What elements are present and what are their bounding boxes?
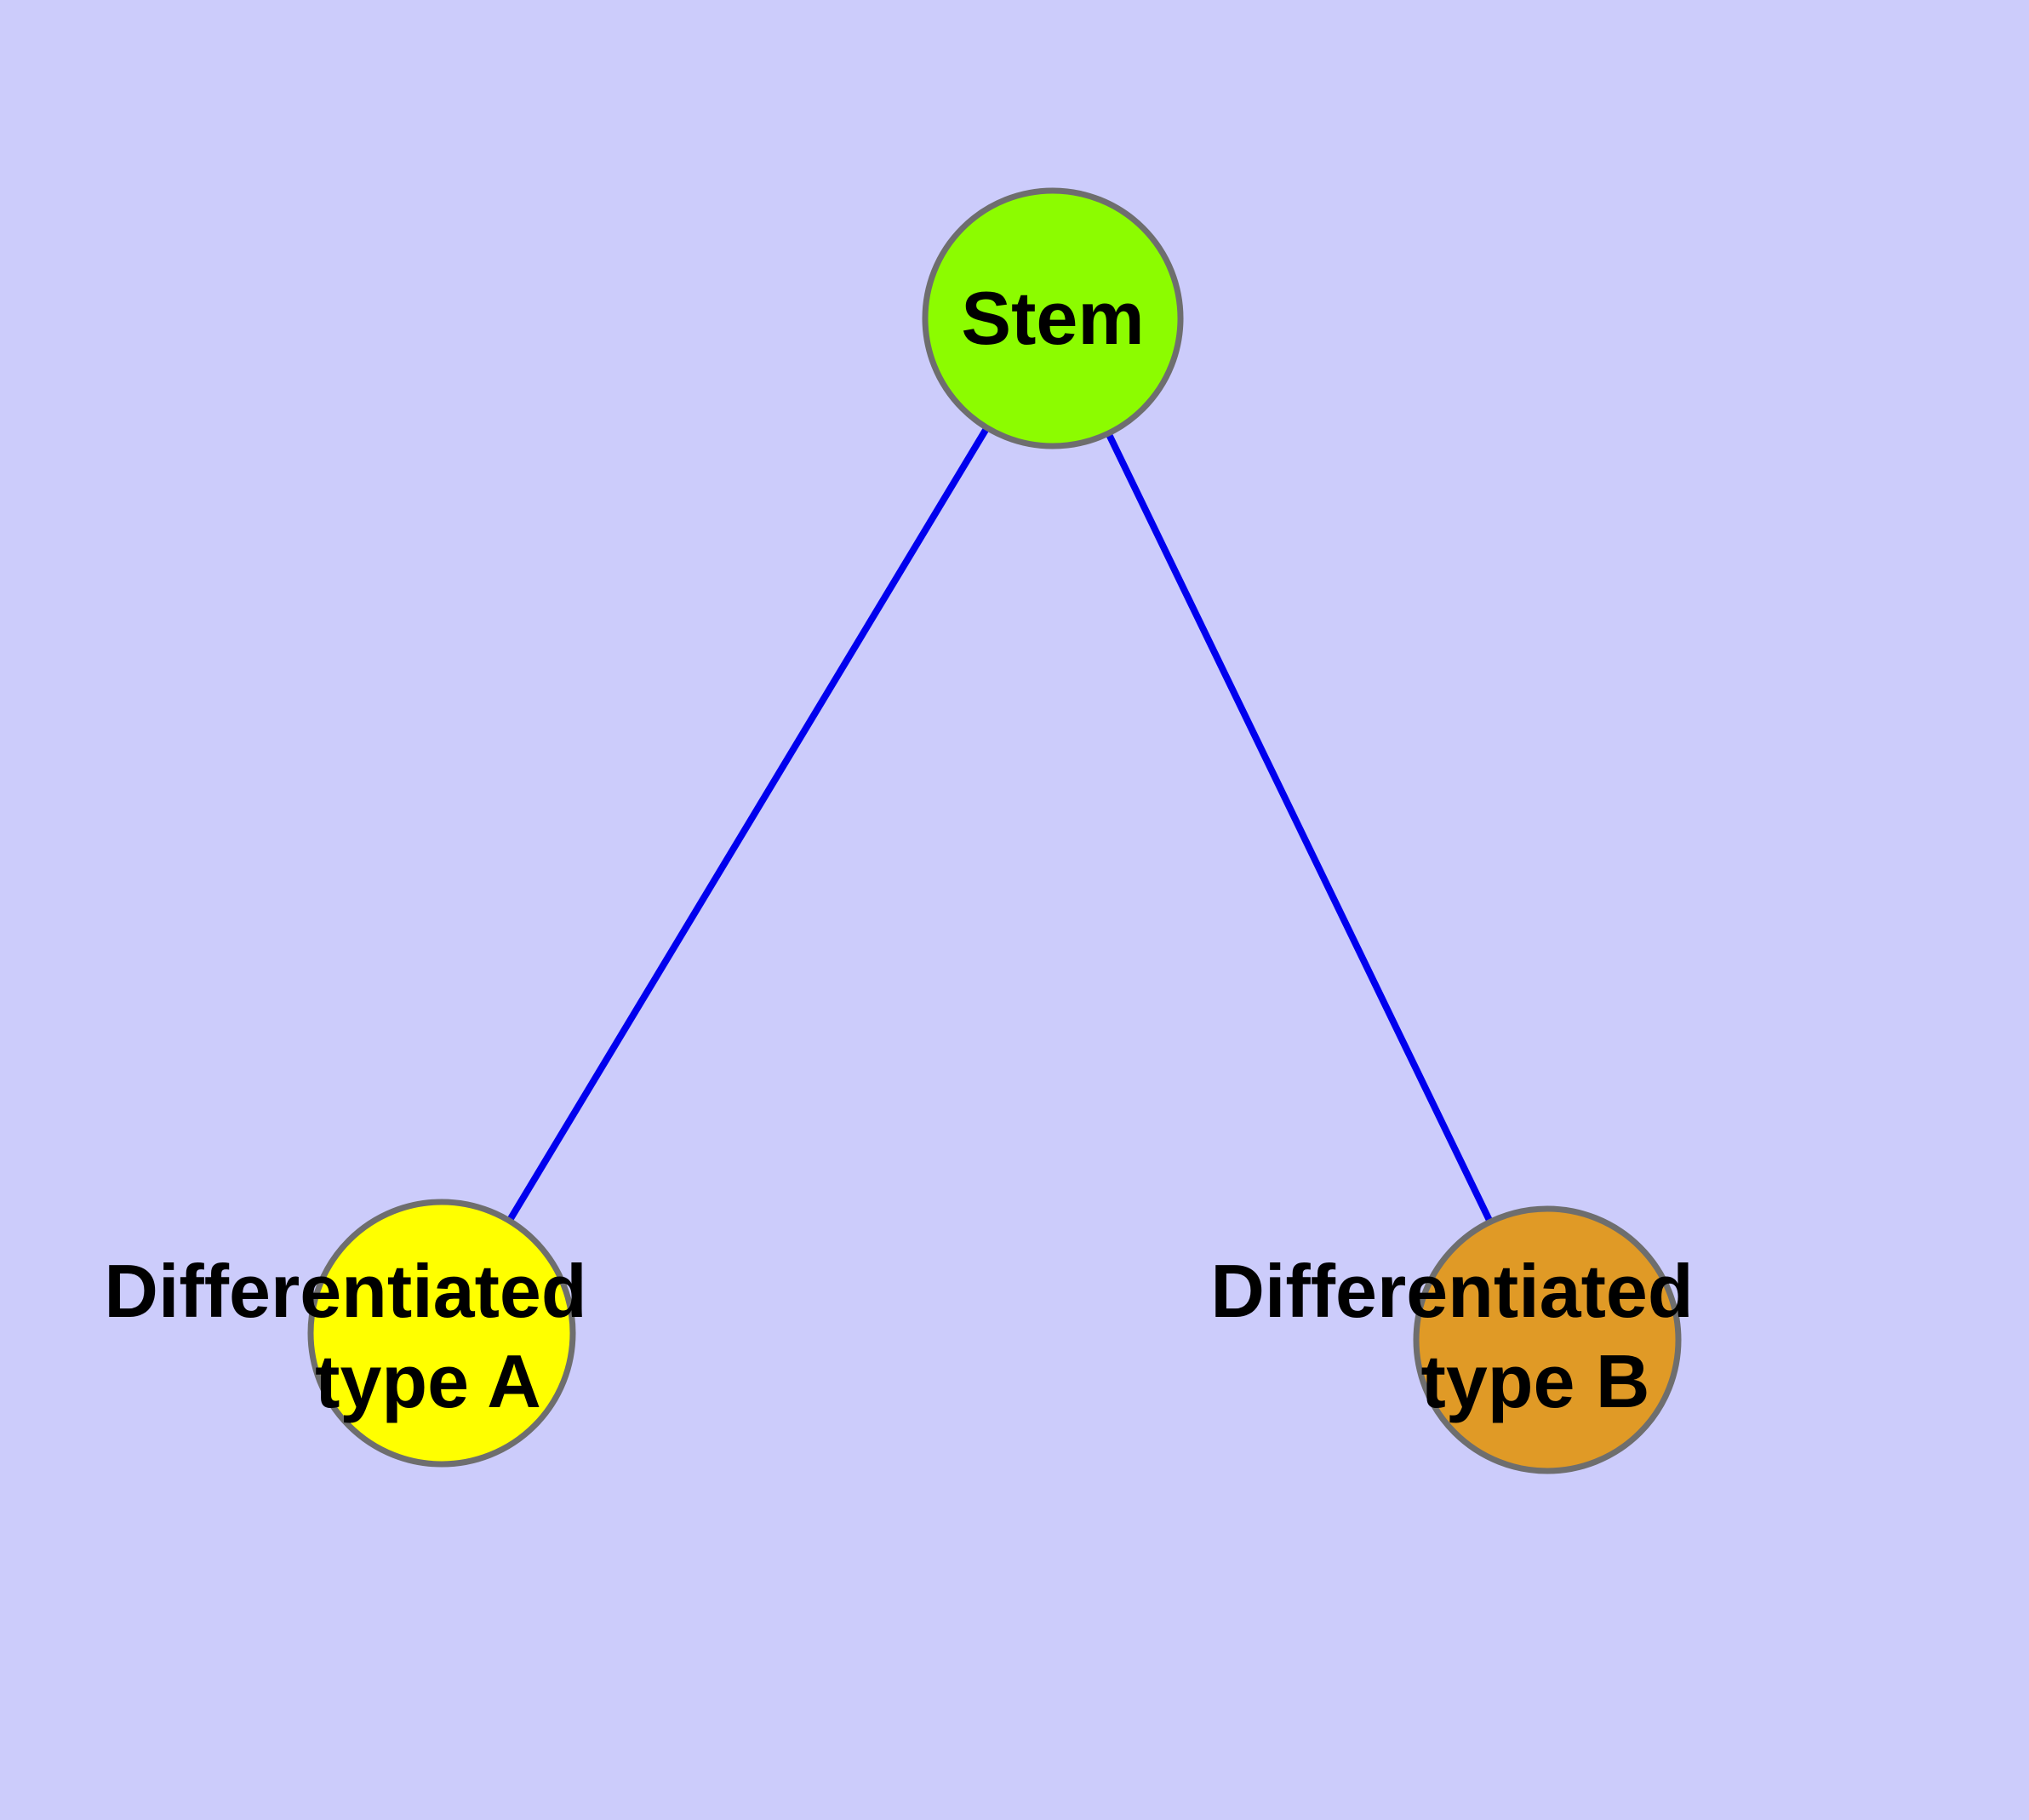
graph-node-stem[interactable] <box>922 187 1184 449</box>
graph-edge[interactable] <box>438 316 1056 1336</box>
graph-node-diff_a[interactable] <box>307 1199 576 1468</box>
graph-edge[interactable] <box>1049 317 1551 1342</box>
node-label-stem-line-1: Stem <box>961 276 1144 360</box>
edge-layer <box>438 316 1551 1342</box>
node-label-diff_a-line-2: type A <box>315 1339 541 1423</box>
node-label-diff_b-line-1: Differentiated <box>1210 1249 1693 1333</box>
graph-node-diff_b[interactable] <box>1413 1205 1682 1474</box>
node-label-diff_b-line-2: type B <box>1421 1339 1650 1423</box>
node-label-diff_a-line-1: Differentiated <box>104 1249 586 1333</box>
node-layer <box>307 187 1682 1474</box>
